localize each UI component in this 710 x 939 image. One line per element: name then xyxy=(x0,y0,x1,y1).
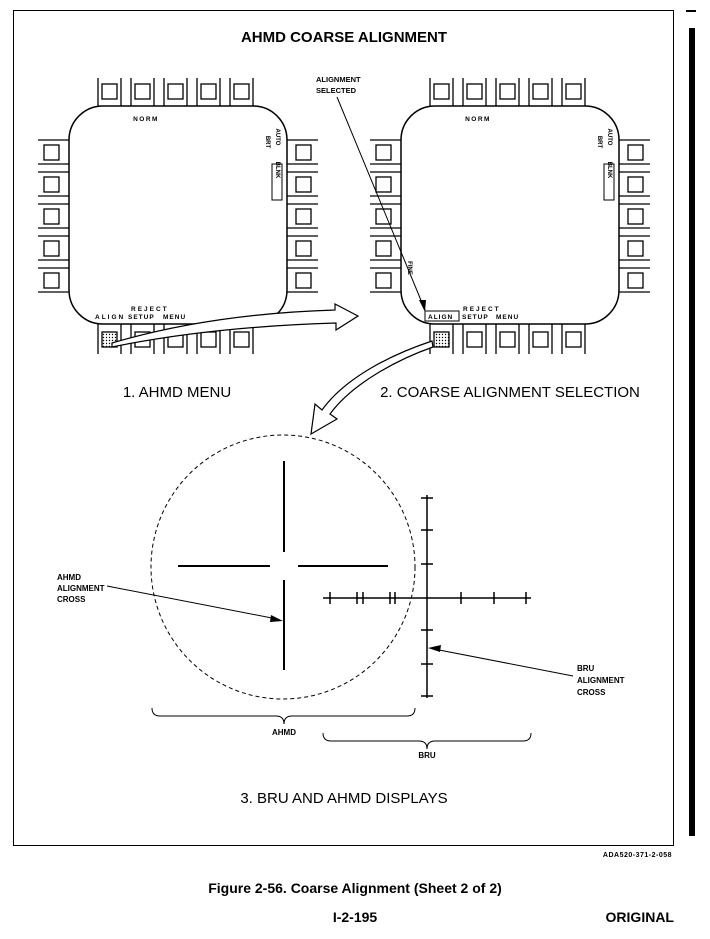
brt-label: BRT xyxy=(264,136,270,149)
bezel-pushbutton-bottom-4[interactable] xyxy=(200,331,217,348)
ahmd-brace xyxy=(151,707,416,725)
drawing-number: ADA520-371-2-058 xyxy=(602,852,672,859)
bezel-pushbutton-top-3[interactable] xyxy=(499,83,516,100)
change-bar xyxy=(689,28,695,836)
fine-label: FINE xyxy=(406,261,412,275)
align-label: ALIGN xyxy=(428,314,453,321)
bezel-pushbutton-top-5[interactable] xyxy=(565,83,582,100)
setup-label: SETUP xyxy=(462,314,489,321)
auto-label: AUTO xyxy=(606,129,612,146)
coarse-alignment-diagram: AHMD COARSE ALIGNMENT NORM BRT AUTO BLNK… xyxy=(38,29,650,807)
page-number: I-2-195 xyxy=(332,909,378,925)
alignment-selected-callout: ALIGNMENT xyxy=(316,75,361,84)
reject-label: REJECT xyxy=(463,306,501,313)
bezel-pushbutton-left-4[interactable] xyxy=(43,240,60,257)
bezel-pushbutton-top-1[interactable] xyxy=(433,83,450,100)
bezel-pushbutton-right-5[interactable] xyxy=(627,272,644,289)
bezel-pushbutton-right-1[interactable] xyxy=(295,144,312,161)
ahmd-display-circle xyxy=(150,434,416,700)
change-bar-tick xyxy=(686,10,696,12)
bru-alignment-cross xyxy=(323,495,531,698)
bezel-pushbutton-left-5[interactable] xyxy=(375,272,392,289)
menu-label: MENU xyxy=(163,314,186,321)
bru-and-ahmd-displays-panel: AHMD ALIGNMENT CROSS BRU ALIGNMENT CROSS… xyxy=(57,434,625,807)
revision-label: ORIGINAL xyxy=(605,909,674,925)
bezel-pushbutton-right-3[interactable] xyxy=(627,208,644,225)
blnk-label: BLNK xyxy=(606,162,612,179)
panel3-caption: 3. BRU AND AHMD DISPLAYS xyxy=(240,790,447,807)
bru-brace-label: BRU xyxy=(418,751,436,760)
brt-label: BRT xyxy=(596,136,602,149)
transition-arrow-2-to-3 xyxy=(310,340,434,436)
panel1-caption: 1. AHMD MENU xyxy=(123,384,231,401)
bezel-pushbutton-top-1[interactable] xyxy=(101,83,118,100)
bezel-pushbutton-bottom-5[interactable] xyxy=(233,331,250,348)
bezel-pushbutton-top-4[interactable] xyxy=(200,83,217,100)
ahmd-cross-callout: AHMD xyxy=(57,573,81,582)
auto-label: AUTO xyxy=(274,129,280,146)
bezel-pushbutton-right-5[interactable] xyxy=(295,272,312,289)
bezel-pushbutton-right-2[interactable] xyxy=(295,176,312,193)
bezel-pushbutton-right-4[interactable] xyxy=(295,240,312,257)
norm-label: NORM xyxy=(133,116,159,123)
menu-label: MENU xyxy=(496,314,519,321)
bezel-pushbutton-left-1[interactable] xyxy=(43,144,60,161)
bezel-pushbutton-top-5[interactable] xyxy=(233,83,250,100)
bezel-pushbutton-left-1[interactable] xyxy=(375,144,392,161)
panel2-caption: 2. COARSE ALIGNMENT SELECTION xyxy=(380,384,640,401)
bezel-pushbutton-right-1[interactable] xyxy=(627,144,644,161)
align-label: ALIGN xyxy=(95,314,125,321)
bru-brace xyxy=(322,732,532,750)
bezel-pushbutton-bottom-3[interactable] xyxy=(499,331,516,348)
bezel-pushbutton-left-2[interactable] xyxy=(43,176,60,193)
reject-label: REJECT xyxy=(131,306,169,313)
bezel-pushbutton-bottom-5[interactable] xyxy=(565,331,582,348)
bezel-pushbutton-left-3[interactable] xyxy=(43,208,60,225)
bru-cross-callout: ALIGNMENT xyxy=(577,676,625,685)
bezel-pushbutton-left-2[interactable] xyxy=(375,176,392,193)
ahmd-menu-panel: NORM BRT AUTO BLNK ALIGN REJECT SETUP ME… xyxy=(38,78,318,401)
ahmd-alignment-cross xyxy=(178,461,388,670)
figure-frame xyxy=(13,10,674,846)
bezel-pushbutton-left-5[interactable] xyxy=(43,272,60,289)
bezel-pushbutton-top-4[interactable] xyxy=(532,83,549,100)
norm-label: NORM xyxy=(465,116,491,123)
alignment-selected-callout: SELECTED xyxy=(316,86,357,95)
bezel-pushbutton-bottom-2[interactable] xyxy=(466,331,483,348)
bezel-pushbutton-right-3[interactable] xyxy=(295,208,312,225)
ahmd-cross-callout: CROSS xyxy=(57,595,86,604)
bru-cross-callout: BRU xyxy=(577,664,595,673)
setup-label: SETUP xyxy=(128,314,155,321)
ahmd-brace-label: AHMD xyxy=(272,728,296,737)
bru-cross-callout: CROSS xyxy=(577,688,606,697)
blnk-label: BLNK xyxy=(274,162,280,179)
transition-arrow-1-to-2 xyxy=(111,303,360,348)
align-pushbutton[interactable] xyxy=(433,331,450,348)
ahmd-cross-callout: ALIGNMENT xyxy=(57,584,105,593)
coarse-alignment-selection-panel: NORM BRT AUTO BLNK FINE ALIGN REJECT SET… xyxy=(316,75,650,401)
bezel-pushbutton-top-2[interactable] xyxy=(134,83,151,100)
bezel-pushbutton-left-4[interactable] xyxy=(375,240,392,257)
bezel-pushbutton-top-3[interactable] xyxy=(167,83,184,100)
figure-caption: Figure 2-56. Coarse Alignment (Sheet 2 o… xyxy=(208,880,502,896)
bezel-pushbutton-bottom-4[interactable] xyxy=(532,331,549,348)
bezel-pushbutton-top-2[interactable] xyxy=(466,83,483,100)
bezel-pushbutton-right-4[interactable] xyxy=(627,240,644,257)
diagram-title: AHMD COARSE ALIGNMENT xyxy=(241,29,447,46)
bezel-pushbutton-right-2[interactable] xyxy=(627,176,644,193)
